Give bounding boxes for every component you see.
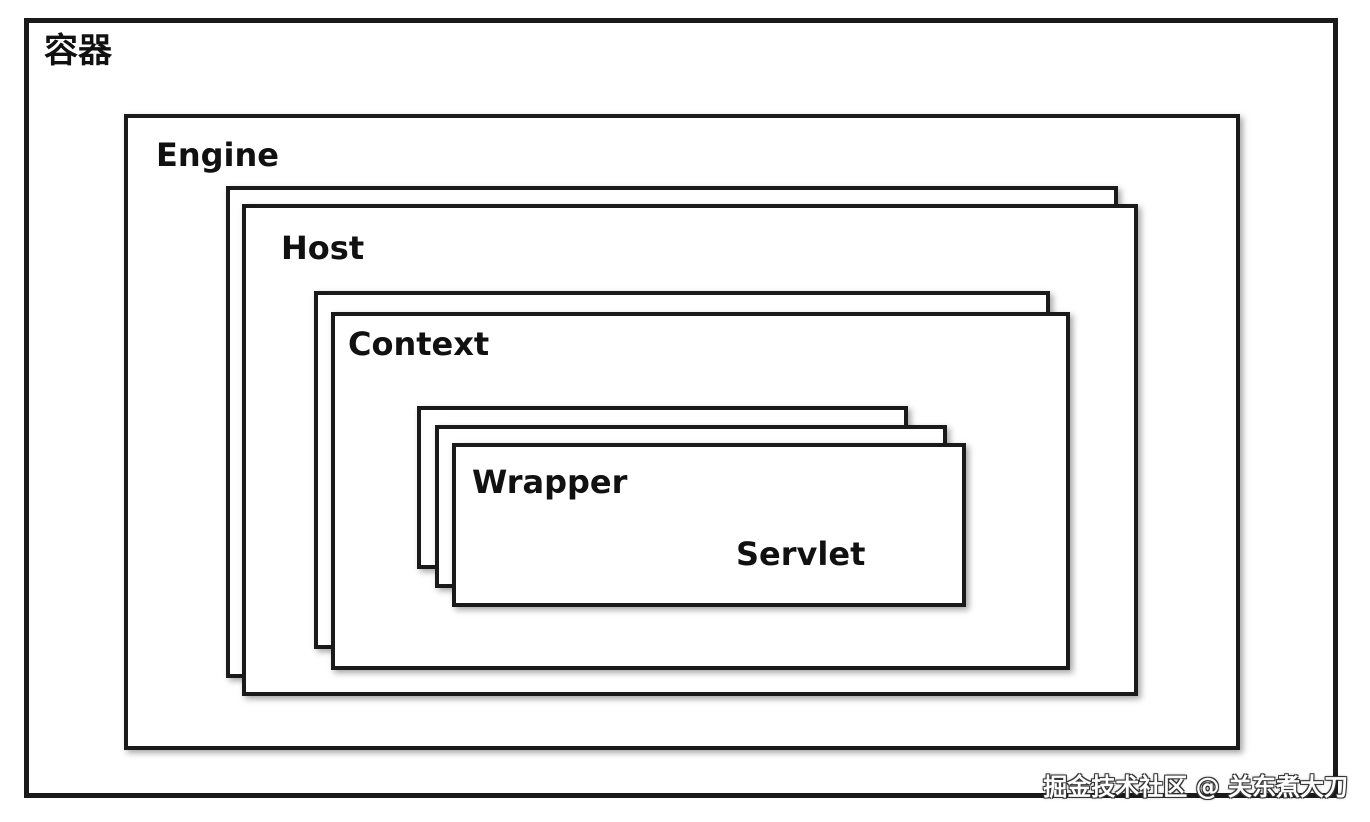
host-label: Host	[281, 229, 365, 267]
servlet-label: Servlet	[736, 535, 866, 573]
watermark-text: 掘金技术社区 @ 关东煮大刀	[1043, 773, 1348, 801]
container-label: 容器	[44, 31, 112, 71]
context-label: Context	[348, 325, 490, 363]
wrapper-box	[452, 443, 966, 607]
engine-label: Engine	[156, 136, 279, 174]
wrapper-label: Wrapper	[472, 463, 628, 501]
